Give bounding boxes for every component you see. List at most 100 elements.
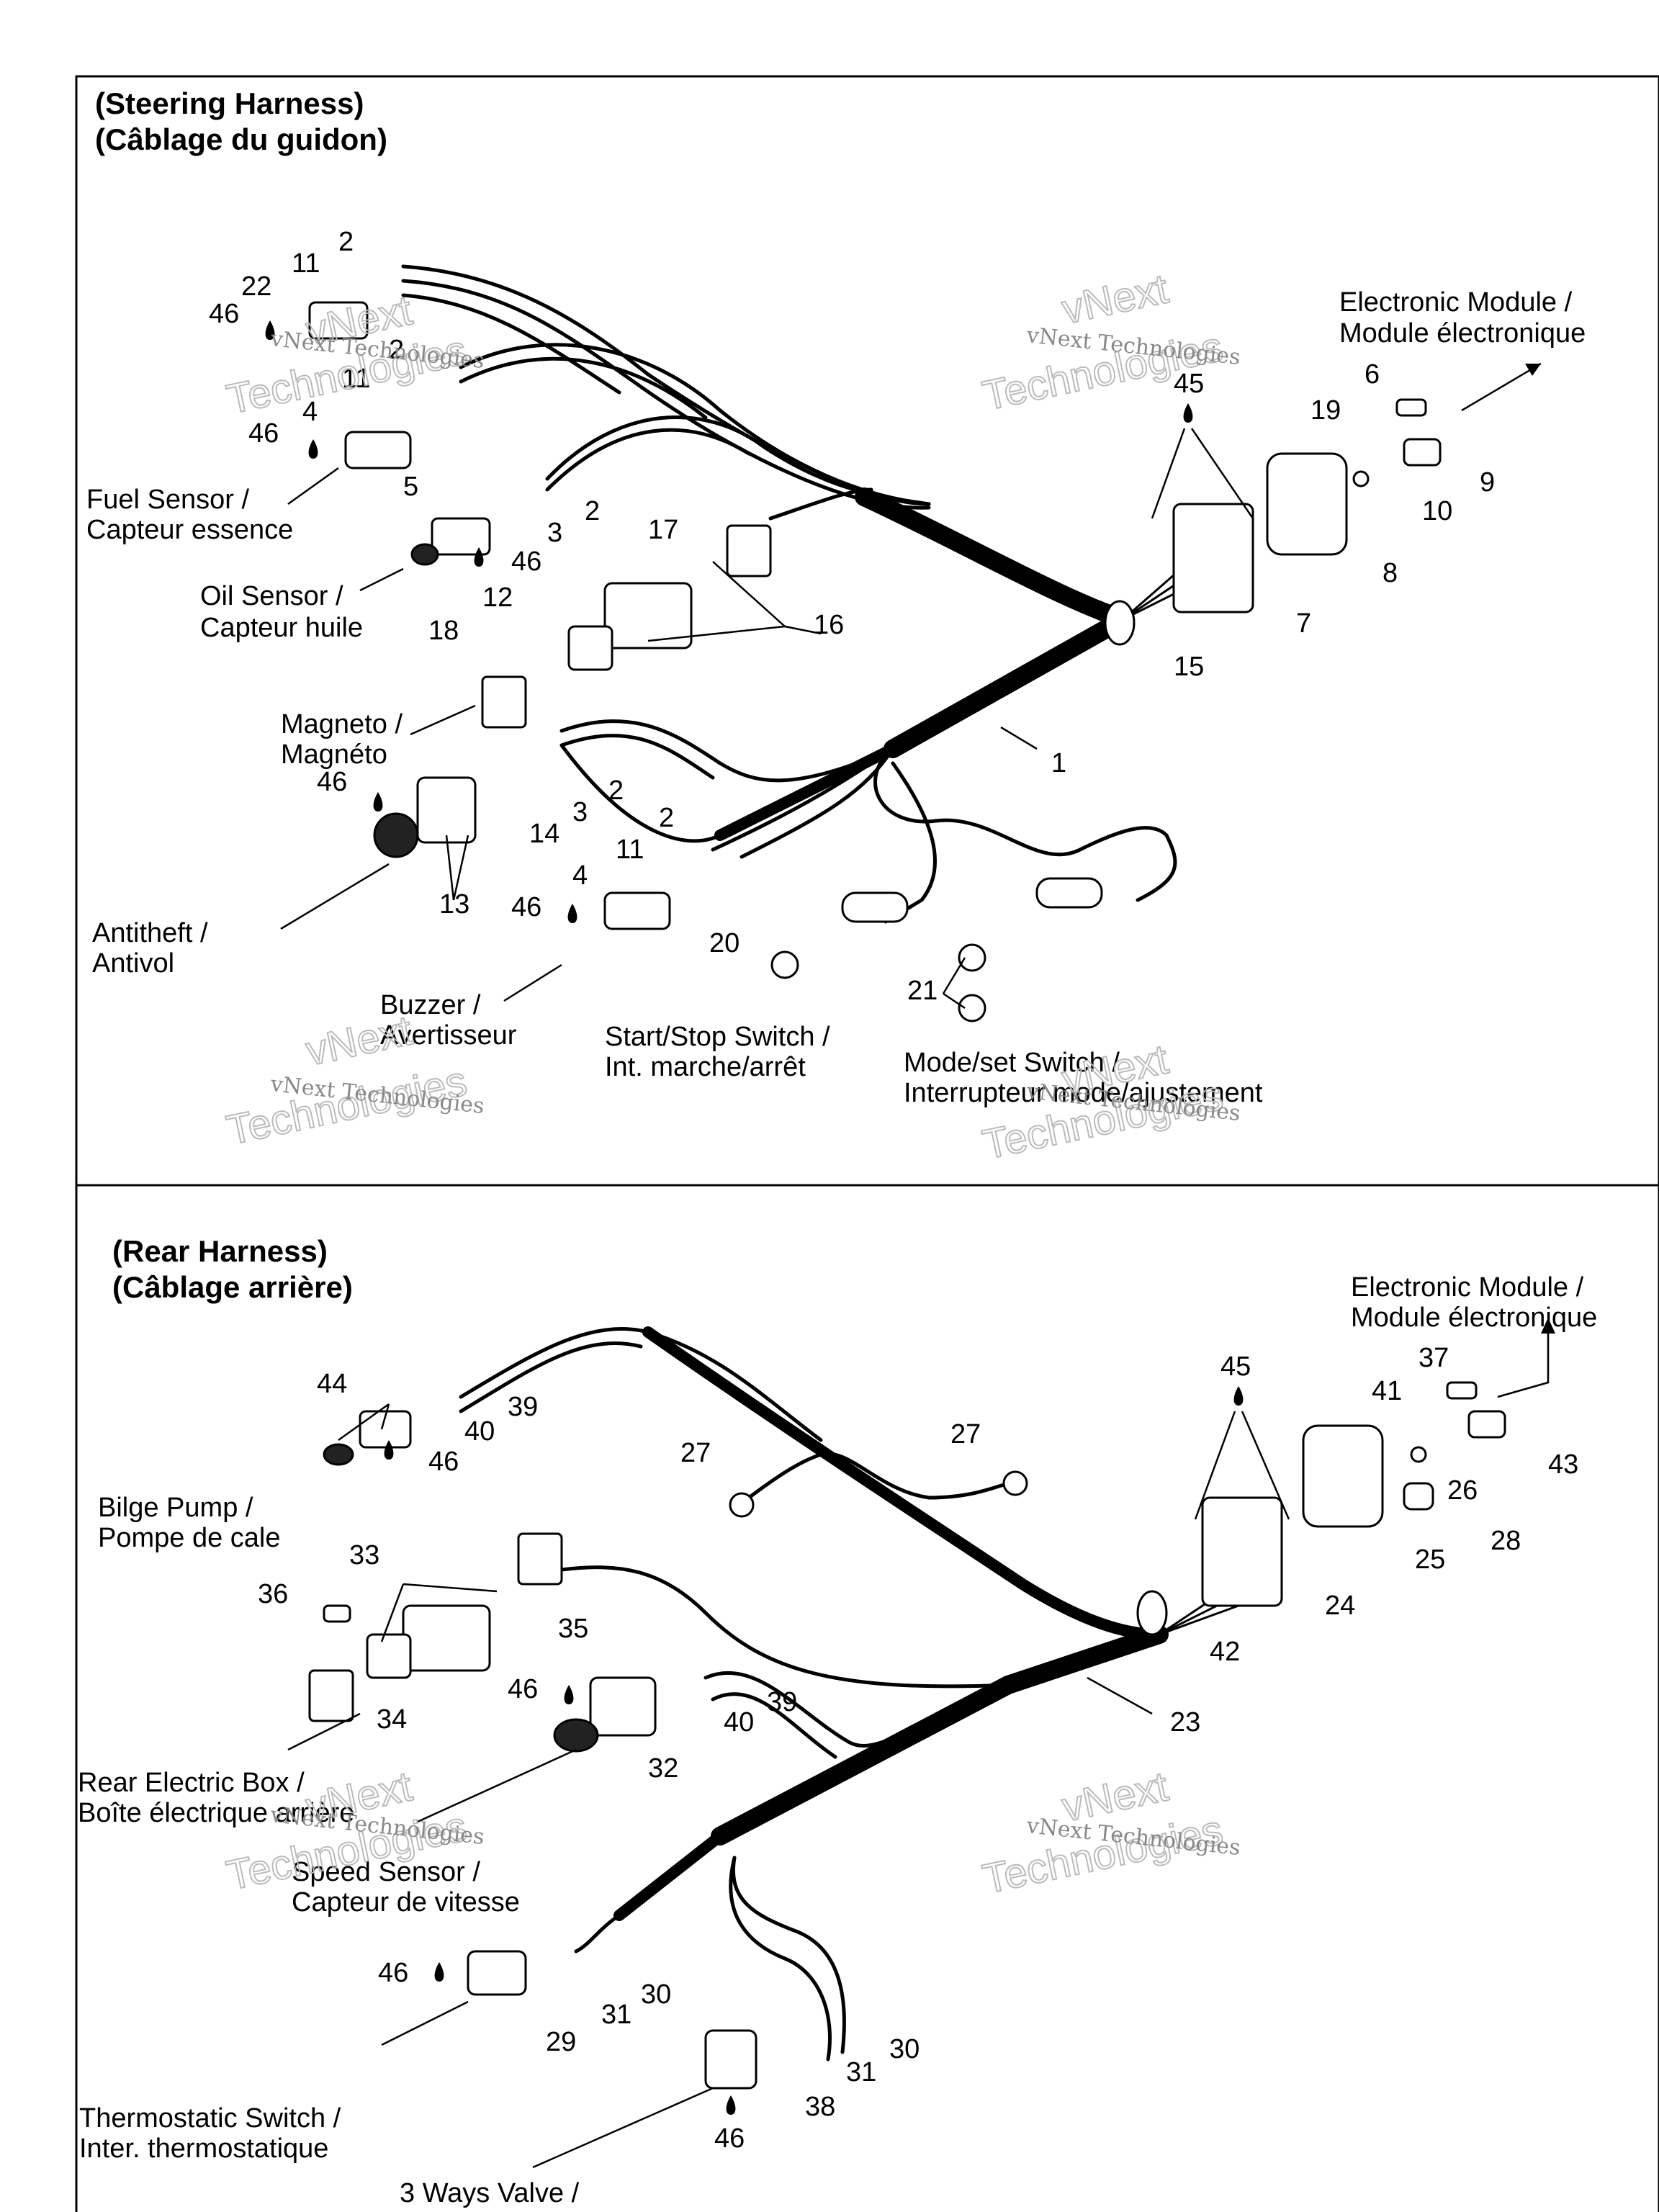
steering-labels: Electronic Module / Module électronique …	[86, 287, 1586, 1108]
label-buzzer-en: Buzzer /	[380, 990, 481, 1020]
callout-46: 46	[209, 299, 239, 329]
steering-callouts: 2 11 22 46 2 11 4 46 5 2 3 46 17 12 18 1…	[209, 227, 1495, 1006]
label-startstop-en: Start/Stop Switch /	[605, 1022, 830, 1052]
callout-17: 17	[648, 515, 678, 545]
seal-32	[553, 1718, 599, 1753]
callout-46: 46	[714, 2123, 745, 2154]
grommet-42	[1136, 1590, 1168, 1636]
connector-38-valve	[704, 2029, 757, 2090]
callout-30: 30	[889, 2034, 920, 2064]
label-speed-en: Speed Sensor /	[292, 1857, 480, 1887]
watermark-big: vNext	[1058, 265, 1172, 333]
callout-25: 25	[1415, 1545, 1445, 1575]
callout-27: 27	[680, 1438, 711, 1468]
cap-13	[373, 812, 419, 858]
callout-2: 2	[389, 335, 404, 365]
pin-37	[1446, 1381, 1478, 1400]
connector-24-module	[1201, 1496, 1283, 1607]
callout-37: 37	[1419, 1343, 1449, 1373]
callout-20: 20	[709, 928, 739, 958]
drop-icon	[434, 1962, 444, 1982]
callout-21: 21	[907, 976, 938, 1006]
label-bilge-en: Bilge Pump /	[98, 1493, 253, 1523]
connector-32-speed	[589, 1676, 657, 1737]
label-oil-sensor-fr: Capteur huile	[200, 613, 363, 643]
switch-20-startstop	[841, 891, 909, 923]
arrow-electronic-module	[1525, 364, 1541, 376]
callout-40: 40	[464, 1416, 495, 1447]
label-antitheft-en: Antitheft /	[92, 918, 208, 948]
callout-22: 22	[241, 271, 271, 302]
drop-icon	[564, 1685, 574, 1704]
callout-18: 18	[428, 616, 459, 646]
callout-35: 35	[558, 1614, 588, 1644]
connector-16	[603, 582, 693, 649]
callout-15: 15	[1174, 652, 1204, 682]
watermarks: vNext Technologies vNext Technologies vN…	[222, 264, 1241, 1903]
label-antitheft-fr: Antivol	[92, 948, 174, 979]
rear-title-en: (Rear Harness)	[112, 1234, 328, 1268]
callout-27: 27	[950, 1419, 981, 1449]
drop-icon	[373, 792, 383, 811]
callout-39: 39	[508, 1392, 538, 1422]
callout-45: 45	[1220, 1352, 1251, 1382]
callout-31: 31	[601, 2000, 631, 2030]
callout-23: 23	[1170, 1707, 1200, 1737]
label-rear-electronic-module-fr: Module électronique	[1351, 1303, 1597, 1333]
rear-labels: Electronic Module / Module électronique …	[78, 1272, 1597, 2208]
callout-9: 9	[1480, 467, 1495, 498]
callout-43: 43	[1548, 1449, 1578, 1480]
callout-33: 33	[349, 1540, 379, 1570]
drop-icon	[726, 2095, 736, 2115]
label-fuel-sensor-en: Fuel Sensor /	[86, 485, 249, 515]
callout-46: 46	[428, 1447, 459, 1477]
callout-8: 8	[1382, 558, 1398, 588]
steering-parts	[265, 301, 1542, 1022]
grommet-15	[1104, 600, 1136, 646]
nut-26	[1410, 1446, 1427, 1463]
rear-harness-section: (Rear Harness) (Câblage arrière)	[78, 1234, 1597, 2208]
label-thermo-fr: Inter. thermostatique	[79, 2134, 328, 2164]
callout-31: 31	[846, 2057, 876, 2087]
connector-7-module	[1172, 503, 1254, 613]
callout-12: 12	[482, 583, 513, 613]
connector-18-magneto	[481, 675, 527, 729]
label-magneto-en: Magneto /	[281, 709, 403, 739]
switch-21-modeset	[1035, 877, 1103, 909]
steering-harness-section: (Steering Harness) (Câblage du guidon)	[86, 86, 1586, 1108]
rear-title-fr: (Câblage arrière)	[112, 1270, 353, 1304]
connector-35	[402, 1604, 491, 1672]
switch-21-button-a	[958, 943, 986, 972]
ring-terminal-27-b	[1002, 1470, 1028, 1496]
rear-panel-frame	[75, 1184, 1659, 2212]
callout-44: 44	[317, 1369, 347, 1399]
callout-1: 1	[1051, 748, 1066, 778]
callout-11: 11	[292, 248, 320, 279]
callout-26: 26	[1447, 1475, 1478, 1506]
drop-icon	[384, 1440, 394, 1460]
connector-5-oil	[431, 517, 491, 556]
connector-17	[726, 524, 772, 577]
nut-10	[1352, 470, 1370, 487]
label-electronic-module-en: Electronic Module /	[1339, 287, 1573, 318]
label-fuel-sensor-fr: Capteur essence	[86, 515, 293, 545]
ring-terminal-27-a	[729, 1492, 755, 1518]
callout-11: 11	[616, 835, 644, 865]
callout-46: 46	[248, 418, 279, 449]
callout-19: 19	[1310, 395, 1341, 426]
steering-wires	[401, 264, 1197, 924]
callout-4: 4	[572, 860, 588, 891]
pin-6	[1395, 398, 1427, 417]
callout-5: 5	[403, 472, 418, 502]
label-thermo-en: Thermostatic Switch /	[79, 2103, 341, 2134]
switch-20-button	[770, 950, 799, 979]
connector-33-block	[517, 1532, 563, 1586]
seal-bilge	[323, 1443, 354, 1466]
callout-46: 46	[317, 767, 347, 797]
drop-icon	[308, 439, 318, 459]
callout-6: 6	[1364, 359, 1380, 390]
rear-parts	[308, 1318, 1555, 2115]
callout-13: 13	[439, 889, 469, 920]
drop-icon	[1183, 403, 1193, 423]
callout-3: 3	[547, 518, 562, 548]
